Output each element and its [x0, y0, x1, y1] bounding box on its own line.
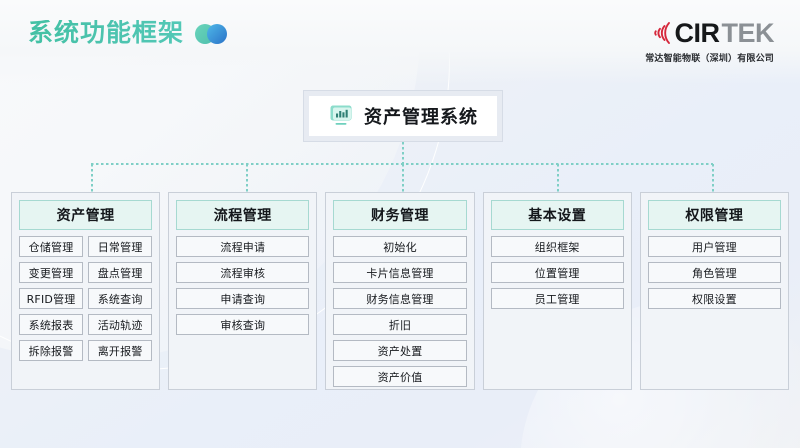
- signal-waves-icon: [653, 22, 670, 44]
- column-item-list: 初始化卡片信息管理财务信息管理折旧资产处置资产价值: [333, 236, 467, 387]
- column-item[interactable]: 位置管理: [490, 262, 624, 283]
- column-item[interactable]: 组织框架: [490, 236, 624, 257]
- column-card: 权限管理用户管理角色管理权限设置: [639, 192, 790, 390]
- column-item[interactable]: 资产价值: [333, 366, 467, 387]
- column-item[interactable]: 系统查询: [88, 288, 153, 309]
- column-item[interactable]: 卡片信息管理: [333, 262, 467, 283]
- decor-dots: [195, 23, 231, 44]
- column-item[interactable]: 变更管理: [19, 262, 84, 283]
- root-node[interactable]: 资产管理系统: [303, 90, 503, 142]
- page-header: 系统功能框架 CIR TEK 常达智能物联（深圳）有限公司: [0, 0, 800, 78]
- logo-text-primary: CIR: [674, 17, 721, 48]
- page-title: 系统功能框架: [28, 18, 185, 47]
- column-item[interactable]: 日常管理: [88, 236, 153, 257]
- column-item[interactable]: 权限设置: [647, 288, 782, 309]
- logo-row: CIR TEK: [645, 17, 775, 48]
- column-item[interactable]: 财务信息管理: [333, 288, 467, 309]
- connector-root-stem: [402, 142, 404, 164]
- column-header-label: 权限管理: [685, 208, 744, 224]
- column-header-label: 基本设置: [528, 208, 587, 224]
- column-item[interactable]: 申请查询: [176, 288, 310, 309]
- connector-drop-1: [91, 164, 93, 192]
- column-item[interactable]: 流程审核: [176, 262, 310, 283]
- column-item[interactable]: 仓储管理: [19, 236, 84, 257]
- column-item[interactable]: 资产处置: [333, 340, 467, 361]
- column-item-list: 流程申请流程审核申请查询审核查询: [176, 236, 310, 335]
- title-group: 系统功能框架: [28, 20, 231, 45]
- column-header[interactable]: 资产管理: [19, 200, 153, 230]
- connector-drop-2: [246, 164, 248, 192]
- monitor-chart-icon: [330, 105, 352, 125]
- column-item[interactable]: 拆除报警: [19, 340, 84, 361]
- column-card: 财务管理初始化卡片信息管理财务信息管理折旧资产处置资产价值: [325, 192, 475, 390]
- column-item[interactable]: 用户管理: [647, 236, 782, 257]
- connector-drop-4: [557, 164, 559, 192]
- column-card: 基本设置组织框架位置管理员工管理: [482, 192, 632, 390]
- column-item[interactable]: 系统报表: [19, 314, 84, 335]
- connector-drop-3: [402, 164, 404, 192]
- column-item[interactable]: 离开报警: [88, 340, 153, 361]
- column-header-label: 流程管理: [213, 208, 272, 224]
- column-item[interactable]: 初始化: [333, 236, 467, 257]
- column-item[interactable]: 流程申请: [176, 236, 310, 257]
- column-header-label: 财务管理: [371, 208, 429, 224]
- column-header[interactable]: 权限管理: [647, 200, 782, 230]
- root-node-label: 资产管理系统: [364, 107, 478, 128]
- column-header[interactable]: 财务管理: [333, 200, 467, 230]
- logo-text-secondary: TEK: [721, 17, 775, 48]
- blue-circle-icon: [207, 23, 228, 44]
- column-header[interactable]: 基本设置: [490, 200, 624, 230]
- root-node-inner: 资产管理系统: [309, 96, 497, 136]
- column-header-label: 资产管理: [56, 208, 115, 224]
- company-logo: CIR TEK 常达智能物联（深圳）有限公司: [645, 17, 775, 64]
- column-item-list: 用户管理角色管理权限设置: [647, 236, 782, 309]
- column-card: 流程管理流程申请流程审核申请查询审核查询: [168, 192, 318, 390]
- column-item[interactable]: 盘点管理: [88, 262, 153, 283]
- connector-drop-5: [712, 164, 714, 192]
- logo-subtitle: 常达智能物联（深圳）有限公司: [645, 54, 774, 64]
- column-item[interactable]: 员工管理: [490, 288, 624, 309]
- column-item-list: 组织框架位置管理员工管理: [490, 236, 624, 309]
- column-item[interactable]: 角色管理: [647, 262, 782, 283]
- column-header[interactable]: 流程管理: [176, 200, 310, 230]
- column-item[interactable]: 活动轨迹: [88, 314, 153, 335]
- column-item[interactable]: RFID管理: [19, 288, 84, 309]
- column-item[interactable]: 折旧: [333, 314, 467, 335]
- column-item[interactable]: 审核查询: [176, 314, 310, 335]
